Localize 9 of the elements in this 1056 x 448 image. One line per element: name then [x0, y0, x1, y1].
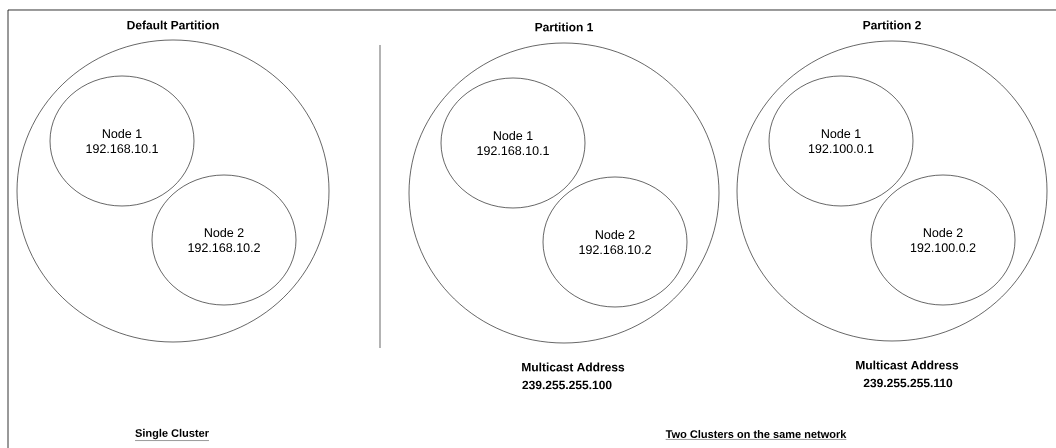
node-label: Default Partition [127, 20, 219, 30]
address-label: Multicast Address [522, 362, 625, 372]
address-label: 239.255.255.110 [863, 378, 953, 388]
node-label: Partition 2 [863, 20, 921, 30]
caption: Single Cluster [134, 428, 210, 441]
node-label: Partition 1 [535, 22, 593, 32]
address-label: Multicast Address [856, 360, 959, 370]
address-label: 239.255.255.100 [522, 380, 612, 390]
caption: Two Clusters on the same network [665, 429, 847, 440]
